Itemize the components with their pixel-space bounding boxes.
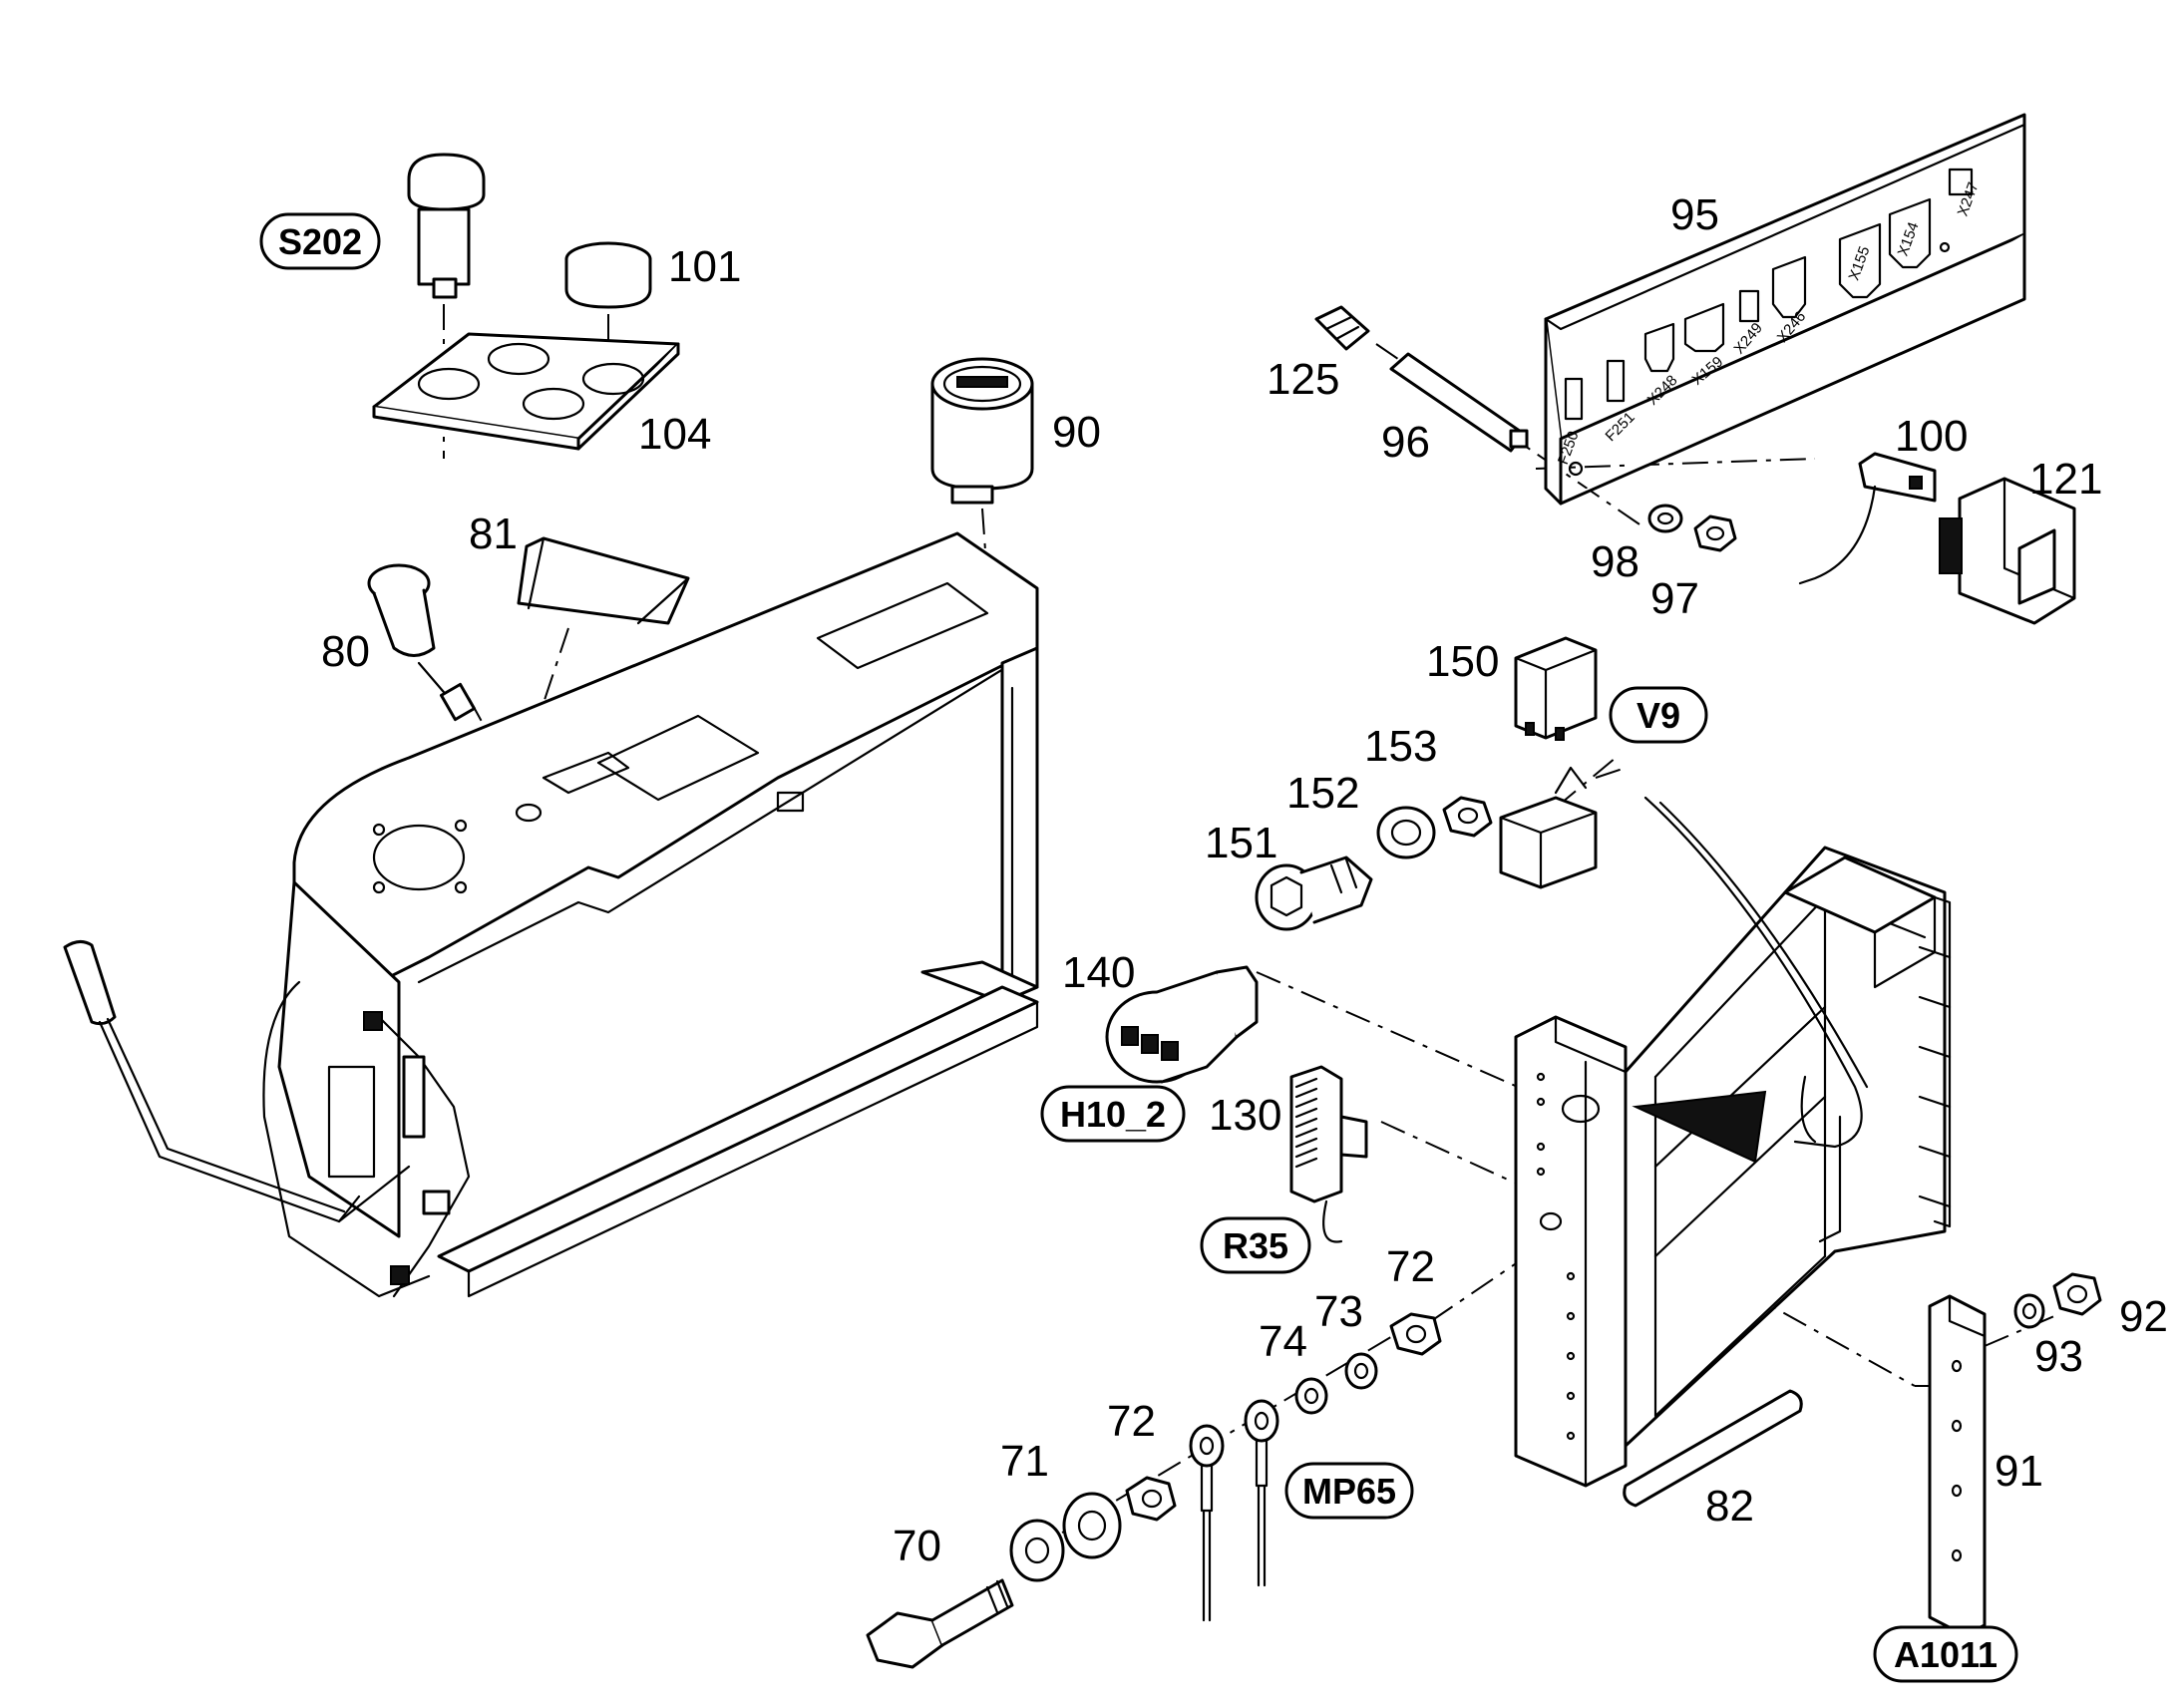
svg-text:MP65: MP65 <box>1302 1471 1396 1512</box>
callout-150: 150 <box>1426 637 1499 686</box>
mounting-strip-91 <box>1928 1294 1987 1637</box>
callout-72-upper: 72 <box>1386 1242 1435 1291</box>
cap-screw-151 <box>1255 855 1373 931</box>
relay-socket-v9 <box>1499 766 1598 889</box>
callout-numbers: 70 71 72 72 73 74 80 81 82 90 91 92 93 9… <box>321 190 2168 1570</box>
callout-96: 96 <box>1381 418 1430 467</box>
washer-71 <box>1009 1492 1122 1582</box>
callout-151: 151 <box>1205 819 1277 867</box>
callout-82: 82 <box>1705 1482 1754 1531</box>
callout-95: 95 <box>1670 190 1719 239</box>
nut-92 <box>2052 1272 2102 1316</box>
washer-73 <box>1344 1352 1378 1390</box>
cable-lugs-mp65 <box>1189 1399 1279 1622</box>
plug-101 <box>564 241 652 309</box>
callout-153: 153 <box>1364 722 1437 771</box>
svg-text:V9: V9 <box>1636 695 1680 736</box>
spacer-96 <box>1389 352 1529 453</box>
washer-74 <box>1294 1377 1328 1415</box>
connector-100 <box>1798 452 1937 585</box>
callout-98: 98 <box>1591 537 1639 586</box>
callout-90: 90 <box>1052 408 1101 457</box>
callout-104: 104 <box>638 410 711 459</box>
callout-74: 74 <box>1259 1317 1307 1366</box>
callout-91: 91 <box>1995 1447 2043 1496</box>
hour-meter-90 <box>930 357 1034 505</box>
nut-153 <box>1442 796 1493 838</box>
nut-72-upper <box>1389 1312 1442 1356</box>
callout-80: 80 <box>321 627 370 676</box>
callout-81: 81 <box>469 510 518 558</box>
svg-text:A1011: A1011 <box>1894 1634 1998 1675</box>
bolt-70 <box>866 1578 1014 1669</box>
cover-plate-104 <box>372 332 680 451</box>
indicator-lamp-80 <box>367 563 477 722</box>
callout-70: 70 <box>893 1522 941 1570</box>
washer-93 <box>2013 1293 2045 1329</box>
control-panel-housing <box>262 531 1039 1298</box>
label-s202: S202 <box>259 212 381 270</box>
screw-125 <box>1314 305 1370 351</box>
switch-s202 <box>407 153 486 299</box>
rocker-switch-121 <box>1939 477 2076 625</box>
nut-72-lower <box>1125 1476 1177 1522</box>
label-v9: V9 <box>1609 686 1708 744</box>
label-h10-2: H10_2 <box>1040 1085 1186 1143</box>
callout-93: 93 <box>2034 1332 2083 1381</box>
svg-text:H10_2: H10_2 <box>1060 1094 1166 1135</box>
svg-text:R35: R35 <box>1223 1225 1288 1266</box>
washer-152 <box>1376 806 1436 859</box>
fuse-rail-95: F250 F251 X248 X159 X249 X246 X155 X154 … <box>1544 113 2026 506</box>
label-a1011: A1011 <box>1873 1625 2018 1683</box>
label-r35: R35 <box>1200 1216 1311 1274</box>
callout-121: 121 <box>2029 455 2102 504</box>
callout-125: 125 <box>1267 355 1339 404</box>
callout-101: 101 <box>668 242 741 291</box>
svg-text:S202: S202 <box>278 221 362 262</box>
callout-100: 100 <box>1895 412 1968 461</box>
callout-152: 152 <box>1286 769 1359 818</box>
callout-72-lower: 72 <box>1107 1397 1156 1446</box>
lamp-socket-140 <box>1105 965 1259 1084</box>
control-lever <box>63 940 411 1223</box>
module-frame <box>1514 796 1952 1488</box>
rod-82 <box>1623 1389 1803 1508</box>
callout-140: 140 <box>1062 948 1135 997</box>
callout-73: 73 <box>1314 1287 1363 1336</box>
callout-97: 97 <box>1650 574 1699 623</box>
callout-130: 130 <box>1209 1091 1281 1140</box>
label-mp65: MP65 <box>1284 1462 1414 1520</box>
washer-98 <box>1647 504 1683 533</box>
rail-slots <box>1564 168 1974 477</box>
lens-cover-81 <box>517 536 690 625</box>
callout-71: 71 <box>1000 1437 1049 1486</box>
boxed-labels: S202 V9 H10_2 R35 MP65 A1011 <box>259 212 2018 1683</box>
nut-97 <box>1693 514 1737 552</box>
callout-92: 92 <box>2119 1292 2168 1341</box>
resistor-130 <box>1289 1065 1368 1243</box>
relay-150 <box>1514 636 1598 741</box>
